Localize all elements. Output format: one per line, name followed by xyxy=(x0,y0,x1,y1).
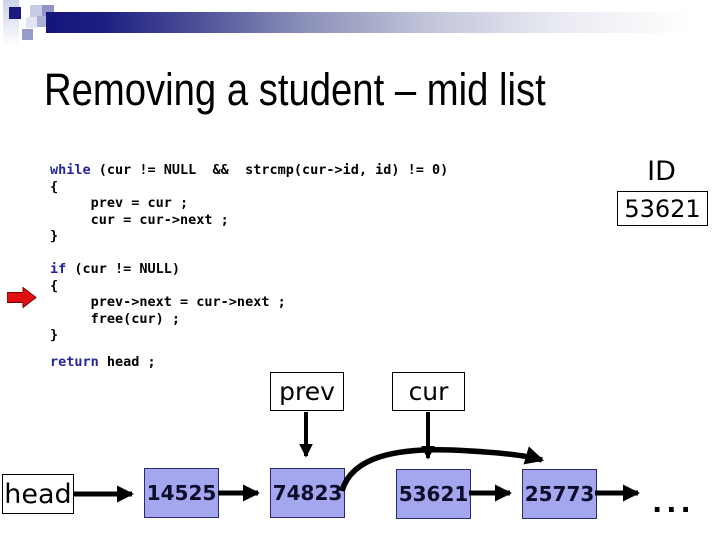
id-value-box: 53621 xyxy=(617,191,708,226)
pixel-square xyxy=(26,17,37,28)
head-pointer-box: head xyxy=(2,474,74,514)
list-node: 53621 xyxy=(396,469,471,519)
current-line-arrow-icon xyxy=(7,287,37,308)
pixel-square xyxy=(22,29,33,40)
id-label: ID xyxy=(647,156,676,187)
list-node: 74823 xyxy=(270,468,345,518)
list-node: 25773 xyxy=(522,469,597,519)
pixel-square xyxy=(37,16,48,27)
header-bar xyxy=(46,12,720,33)
prev-pointer-box: prev xyxy=(270,372,344,411)
cur-pointer-box: cur xyxy=(392,372,465,411)
page-title: Removing a student – mid list xyxy=(44,64,546,115)
code-block-if-remove: if (cur != NULL) { prev->next = cur->nex… xyxy=(50,261,286,343)
pixel-square xyxy=(30,5,42,17)
pixel-square xyxy=(9,7,21,19)
code-block-while-loop: while (cur != NULL && strcmp(cur->id, id… xyxy=(50,162,449,244)
code-block-return: return head ; xyxy=(50,354,156,370)
list-ellipsis: ... xyxy=(652,488,695,519)
list-node: 14525 xyxy=(144,468,219,518)
